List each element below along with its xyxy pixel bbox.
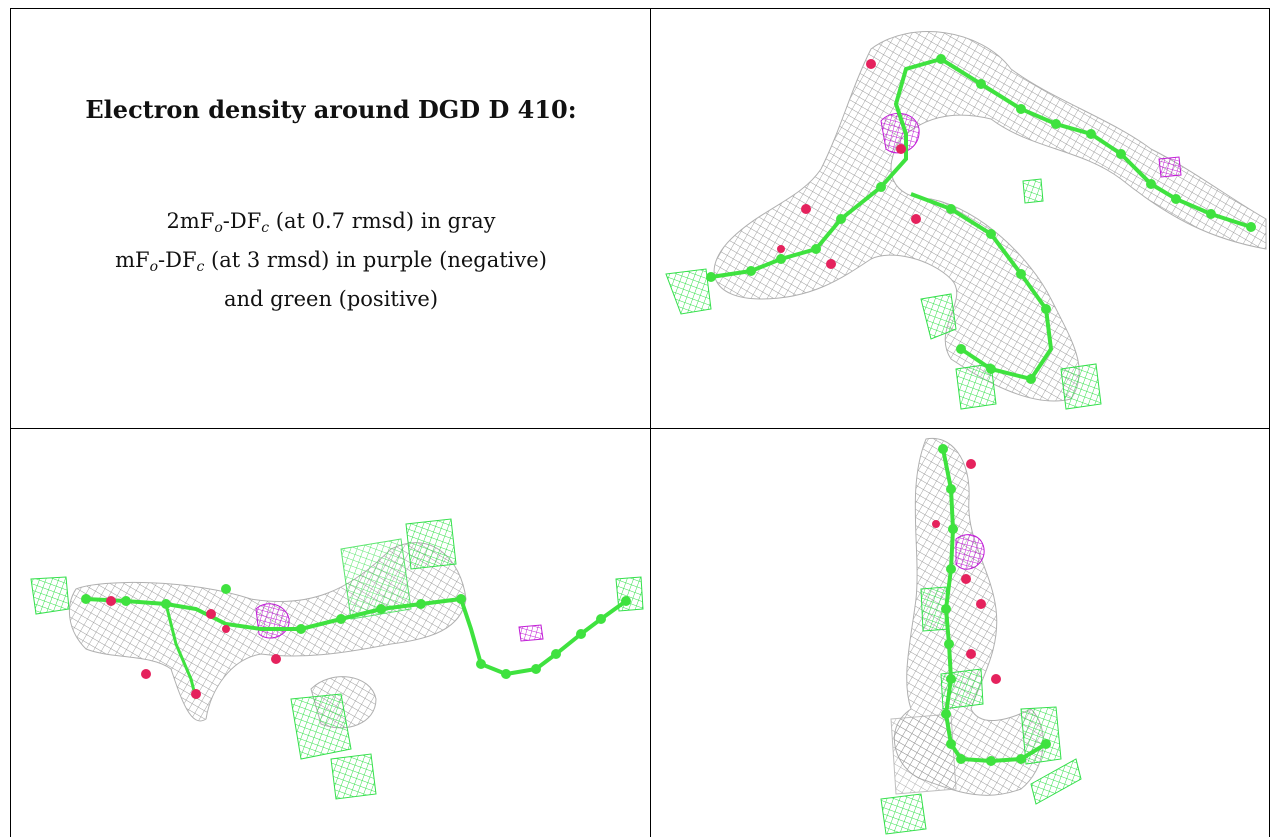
figure-grid: Electron density around DGD D 410: 2mFo-… bbox=[10, 8, 1270, 837]
top-border bbox=[10, 8, 1270, 9]
middle-divider bbox=[10, 428, 1270, 429]
left-border bbox=[10, 8, 11, 837]
caption-cell: Electron density around DGD D 410: 2mFo-… bbox=[11, 9, 650, 428]
center-divider bbox=[650, 8, 651, 837]
right-border bbox=[1269, 8, 1270, 837]
density-view-bottom-left bbox=[11, 429, 650, 837]
density-view-bottom-right bbox=[651, 429, 1269, 837]
electron-density-view-1-icon bbox=[665, 31, 1267, 410]
legend-line-2mfo: 2mFo-DFc (at 0.7 rmsd) in gray bbox=[166, 209, 496, 236]
electron-density-view-3-icon bbox=[880, 437, 1082, 835]
figure-title: Electron density around DGD D 410: bbox=[85, 95, 577, 124]
density-view-top-right bbox=[651, 9, 1269, 428]
legend-line-mfo: mFo-DFc (at 3 rmsd) in purple (negative) bbox=[115, 248, 547, 275]
figure-legend: 2mFo-DFc (at 0.7 rmsd) in gray mFo-DFc (… bbox=[11, 205, 650, 315]
electron-density-view-2-icon bbox=[30, 518, 644, 800]
legend-line-green: and green (positive) bbox=[223, 287, 439, 311]
